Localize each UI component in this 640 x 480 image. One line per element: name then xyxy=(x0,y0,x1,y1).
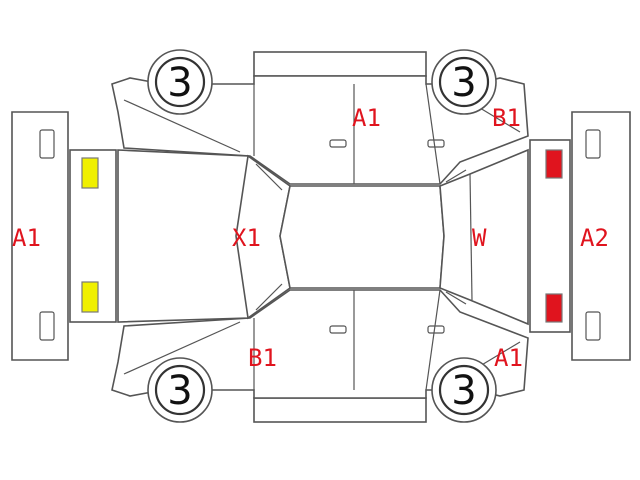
rear-lamp-bottom xyxy=(545,293,563,323)
roof xyxy=(279,185,445,289)
wheel-front-top-label: 3 xyxy=(167,60,192,106)
rear-bumper xyxy=(571,111,631,361)
damage-code-hood: X1 xyxy=(232,224,261,252)
rear-lamp-top xyxy=(545,149,563,179)
damage-code-rear-bumper: A2 xyxy=(580,224,609,252)
side-body-top xyxy=(111,75,529,185)
front-bumper xyxy=(11,111,69,361)
roof-rail-top xyxy=(253,51,427,77)
wheel-front-bottom: 3 xyxy=(147,357,213,423)
wheel-front-bottom-label: 3 xyxy=(167,368,192,414)
roof-rail-bottom xyxy=(253,397,427,423)
front-lamp-bottom xyxy=(81,281,99,313)
wheel-rear-top-label: 3 xyxy=(451,60,476,106)
damage-code-bottom-rear-fender: A1 xyxy=(494,344,523,372)
rear-window xyxy=(439,148,529,326)
wheel-front-top: 3 xyxy=(147,49,213,115)
damage-code-top-rear-fender: B1 xyxy=(492,104,521,132)
damage-code-bottom-front-fender: B1 xyxy=(248,344,277,372)
damage-code-rear-window: W xyxy=(472,224,487,252)
wheel-rear-bottom: 3 xyxy=(431,357,497,423)
damage-code-front-bumper: A1 xyxy=(12,224,41,252)
damage-code-top-doors: A1 xyxy=(352,104,381,132)
wheel-rear-top: 3 xyxy=(431,49,497,115)
front-lamp-top xyxy=(81,157,99,189)
wheel-rear-bottom-label: 3 xyxy=(451,368,476,414)
